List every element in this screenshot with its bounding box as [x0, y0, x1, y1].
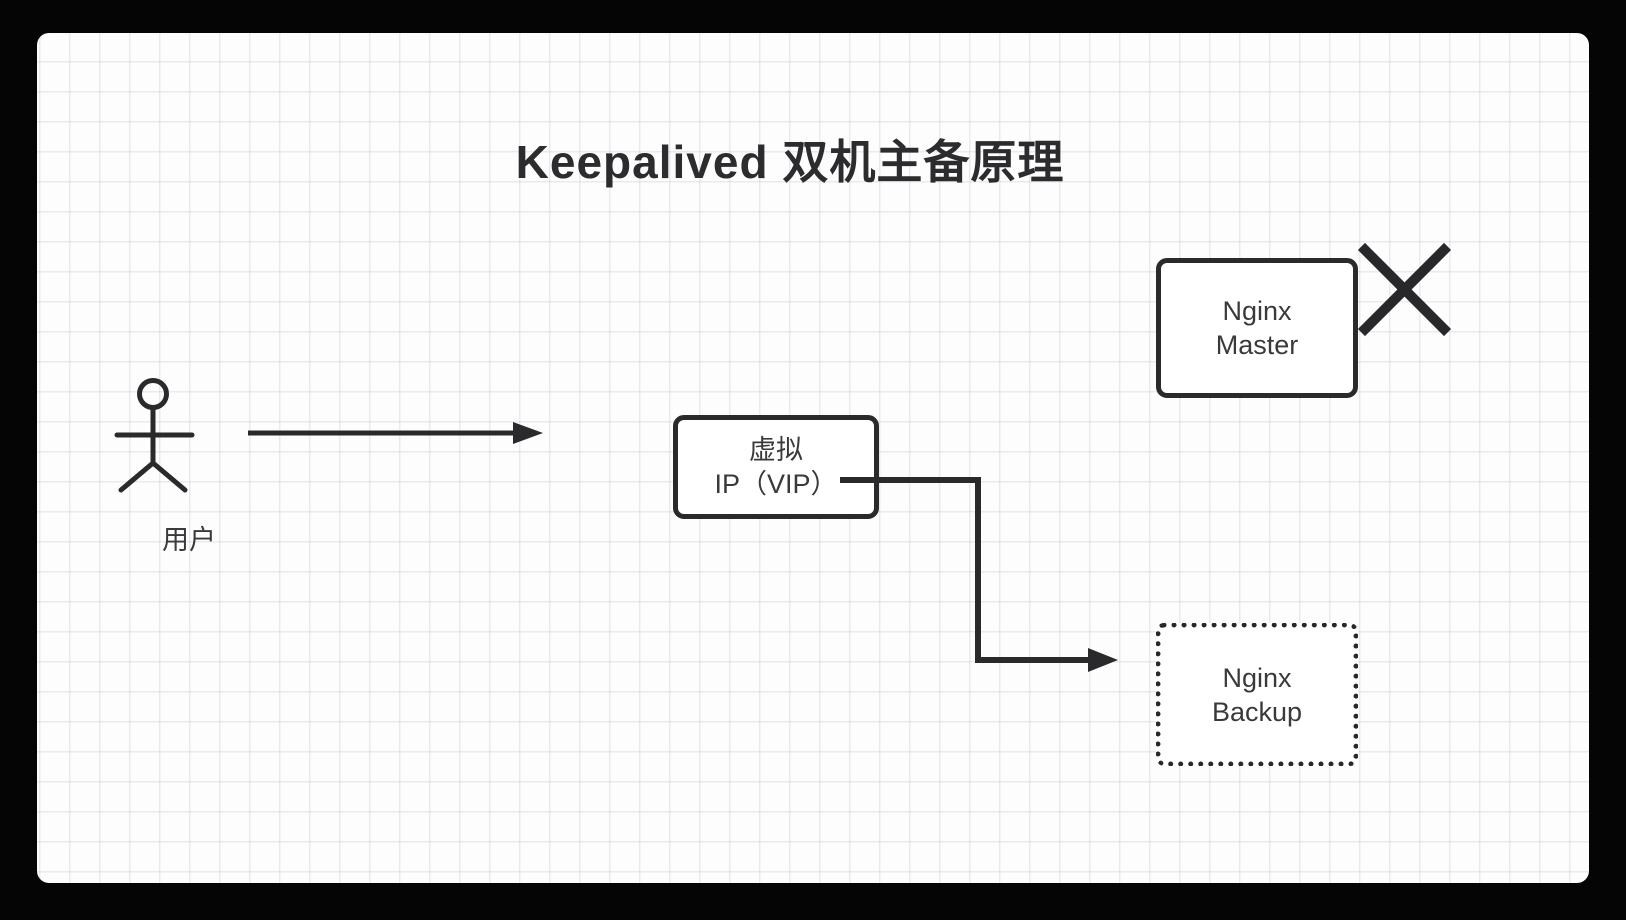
node-nginx-master-line2: Master: [1215, 330, 1299, 360]
node-virtual-ip: 虚拟 IP（VIP）: [673, 415, 879, 519]
user-actor-label: 用户: [162, 525, 216, 555]
node-nginx-backup-line1: Nginx: [1222, 662, 1292, 693]
node-nginx-backup-line2: Backup: [1211, 696, 1303, 727]
node-virtual-ip-line2: IP（VIP）: [714, 469, 838, 499]
grid-canvas: Keepalived 双机主备原理 虚拟 IP（VIP） Nginx Maste…: [37, 33, 1589, 883]
node-nginx-backup: Nginx Backup: [1156, 623, 1358, 766]
page-title: Keepalived 双机主备原理: [515, 136, 1065, 188]
node-nginx-master: Nginx Master: [1156, 258, 1358, 398]
node-nginx-master-line1: Nginx: [1222, 296, 1292, 326]
node-virtual-ip-line1: 虚拟: [749, 435, 803, 465]
